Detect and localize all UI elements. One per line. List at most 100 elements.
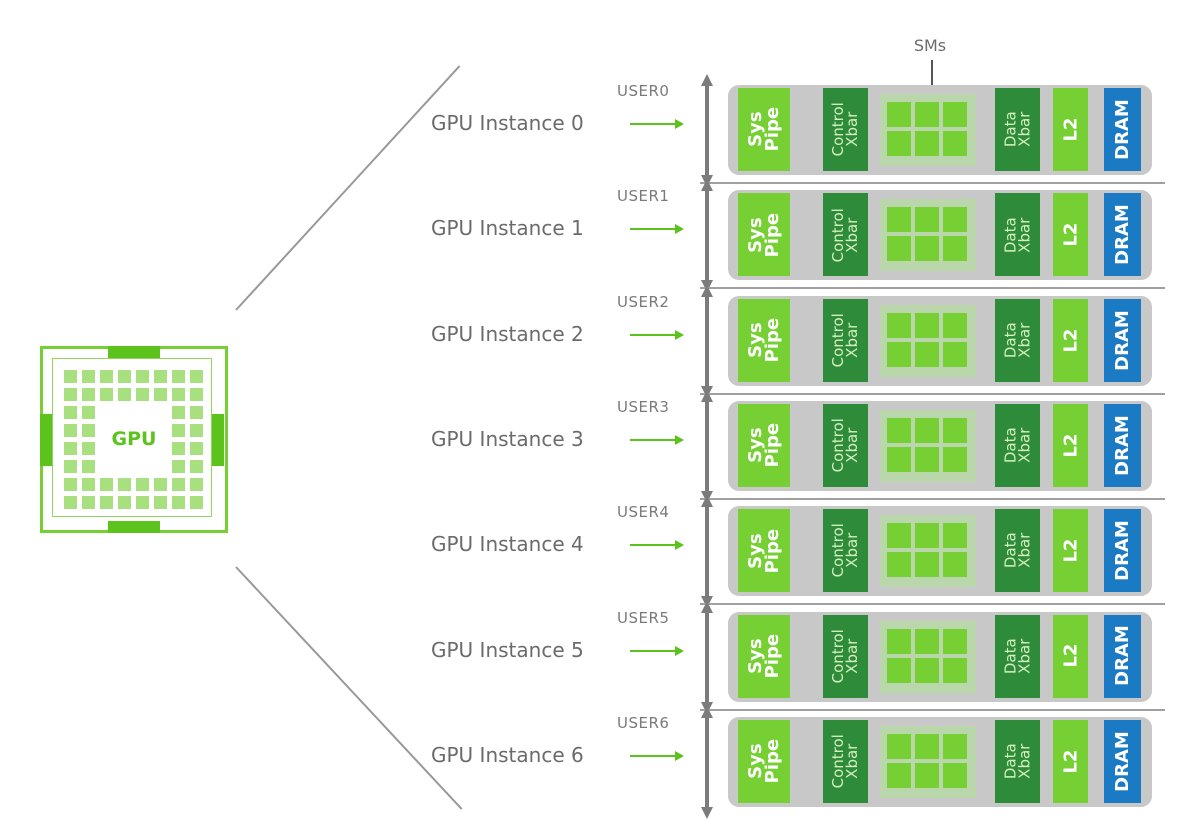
- gpu-core-square: [118, 370, 131, 383]
- instance-separator: [700, 497, 1165, 500]
- sys-pipe-label-line: Pipe: [762, 212, 783, 258]
- sm-unit: [887, 417, 911, 443]
- user-arrow-line: [630, 754, 676, 757]
- gpu-core-square: [118, 388, 131, 401]
- user-arrow-line: [630, 438, 676, 441]
- gpu-label: GPU: [111, 428, 157, 450]
- l2-label: L2: [1059, 433, 1081, 458]
- sm-unit: [943, 102, 967, 127]
- instance-name: GPU Instance 6: [431, 742, 584, 767]
- sm-unit: [887, 657, 911, 683]
- sm-unit: [887, 207, 911, 233]
- control-xbar-label-line: Xbar: [843, 638, 862, 674]
- isolation-bracket-line: [705, 78, 709, 183]
- dram-block: DRAM: [1104, 88, 1141, 171]
- gpu-core-square: [136, 496, 149, 509]
- gpu-core-square: [190, 478, 203, 491]
- isolation-bracket-line: [705, 393, 709, 499]
- instance-name: GPU Instance 1: [431, 216, 584, 241]
- gpu-core-square: [64, 442, 77, 455]
- sms-annotation: SMs: [913, 36, 947, 55]
- sms-block: [880, 304, 976, 377]
- sm-unit: [943, 312, 967, 338]
- gpu-chip-pin-bottom: [108, 521, 160, 533]
- user-arrow-line: [630, 333, 676, 336]
- gpu-core-square: [82, 442, 95, 455]
- sms-block: [880, 409, 976, 482]
- sm-unit: [887, 131, 911, 156]
- sm-unit: [943, 446, 967, 472]
- data-xbar-label-line: Xbar: [1015, 217, 1034, 253]
- control-xbar-label-line: Xbar: [843, 322, 862, 358]
- gpu-core-square: [190, 442, 203, 455]
- instance-name: GPU Instance 3: [431, 426, 584, 451]
- l2-label: L2: [1059, 328, 1081, 353]
- gpu-core-square: [172, 478, 185, 491]
- control-xbar-label-line: Xbar: [843, 217, 862, 253]
- gpu-core-square: [136, 478, 149, 491]
- sm-unit: [915, 102, 939, 127]
- user-arrow-head: [675, 119, 684, 129]
- user-arrow-line: [630, 544, 676, 547]
- dram-label: DRAM: [1111, 415, 1133, 476]
- gpu-core-square: [100, 496, 113, 509]
- sys-pipe-label-line: Pipe: [762, 633, 783, 679]
- sm-unit: [887, 341, 911, 367]
- gpu-core-square: [136, 388, 149, 401]
- sm-unit: [887, 446, 911, 472]
- l2-label: L2: [1059, 644, 1081, 668]
- gpu-core-square: [82, 460, 95, 473]
- user-label: USER1: [617, 187, 670, 206]
- data-xbar-label-line: Xbar: [1015, 322, 1034, 358]
- isolation-bracket-arrow-up: [701, 74, 713, 86]
- data-xbar-label-line: Xbar: [1015, 533, 1034, 569]
- sm-unit: [915, 523, 939, 549]
- l2-cache-block: L2: [1053, 719, 1088, 803]
- isolation-bracket-arrow-up: [701, 705, 713, 718]
- sm-unit: [943, 236, 967, 262]
- dram-label: DRAM: [1111, 204, 1133, 266]
- sm-unit: [887, 762, 911, 788]
- sm-unit: [887, 523, 911, 549]
- sm-unit: [887, 628, 911, 654]
- gpu-core-square: [172, 442, 185, 455]
- gpu-core-square: [82, 388, 95, 401]
- sm-unit: [915, 236, 939, 262]
- isolation-bracket-line: [705, 288, 709, 394]
- sms-pointer-line: [931, 60, 933, 108]
- gpu-core-square: [64, 424, 77, 437]
- sm-unit: [943, 628, 967, 654]
- gpu-core-square: [100, 478, 113, 491]
- sms-block: [880, 515, 976, 588]
- user-label: USER4: [617, 503, 670, 522]
- sys-pipe-label-line: Pipe: [762, 317, 783, 363]
- gpu-core-square: [82, 496, 95, 509]
- gpu-core-square: [172, 460, 185, 473]
- sys-pipe-label-line: Pipe: [762, 423, 783, 468]
- control-xbar-label-line: Xbar: [843, 533, 862, 569]
